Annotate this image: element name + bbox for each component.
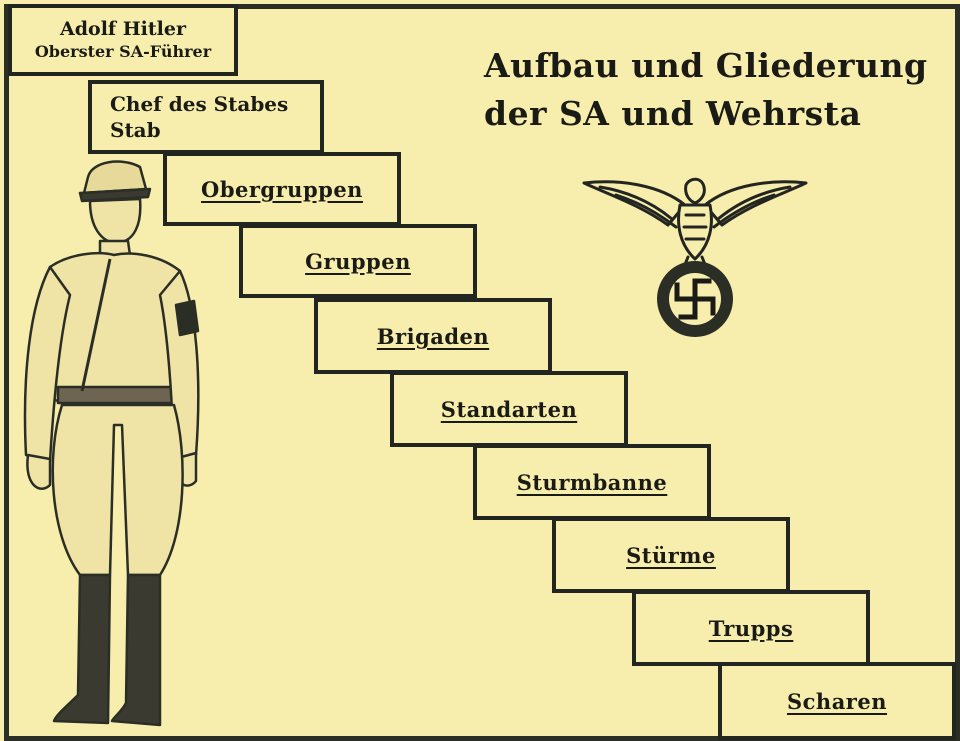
step-sturmbanne: Sturmbanne bbox=[473, 444, 711, 520]
step-chef-des-stabes: Chef des Stabes Stab bbox=[88, 80, 324, 154]
step-chef-line1: Chef des Stabes bbox=[110, 92, 289, 116]
step-gruppen: Gruppen bbox=[239, 224, 477, 298]
poster-title: Aufbau und Gliederung der SA und Wehrsta bbox=[484, 42, 928, 138]
poster-frame bbox=[4, 4, 960, 741]
step-adolf-hitler-line2: Oberster SA-Führer bbox=[34, 41, 212, 61]
step-adolf-hitler: Adolf Hitler Oberster SA-Führer bbox=[8, 4, 238, 76]
step-scharen: Scharen bbox=[718, 662, 956, 740]
title-line-1: Aufbau und Gliederung bbox=[484, 46, 928, 85]
step-brigaden: Brigaden bbox=[314, 298, 552, 374]
step-adolf-hitler-line1: Adolf Hitler bbox=[60, 18, 186, 41]
step-stuerme: Stürme bbox=[552, 517, 790, 593]
step-chef-line2: Stab bbox=[110, 118, 161, 142]
sa-man-figure bbox=[23, 160, 200, 727]
step-trupps: Trupps bbox=[632, 590, 870, 666]
title-line-2: der SA und Wehrsta bbox=[484, 93, 862, 133]
step-standarten: Standarten bbox=[390, 371, 628, 447]
eagle-emblem bbox=[582, 177, 808, 337]
